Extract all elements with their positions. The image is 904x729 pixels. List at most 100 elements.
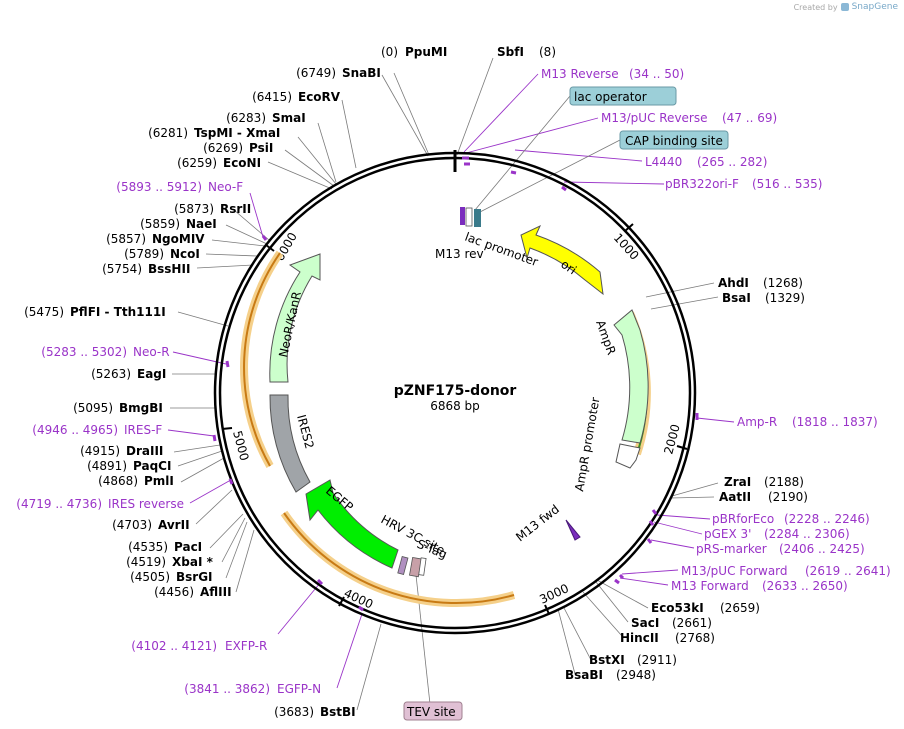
tick-marks <box>221 223 688 615</box>
enzyme-pos-saci: (2661) <box>672 616 712 630</box>
tick-label-5000: 5000 <box>230 429 251 462</box>
enzyme-name-ecorv: EcoRV <box>298 90 341 104</box>
ires2-block <box>269 394 311 493</box>
enzyme-pos-rsrii: (5873) <box>174 202 214 216</box>
enzyme-pos-xbai: (4519) <box>126 555 166 569</box>
enzyme-pos-bsshii: (5754) <box>102 262 142 276</box>
primer-name-neor: Neo-R <box>133 345 170 359</box>
primer-name-m13rev: M13 Reverse <box>541 67 619 81</box>
enzyme-name-xbai: XbaI * <box>172 555 214 569</box>
enzyme-pos-tspmi: (6281) <box>148 126 188 140</box>
enzyme-pos-eco53ki: (2659) <box>720 601 760 615</box>
primer-range-neof: (5893 .. 5912) <box>116 180 202 194</box>
primer-name-pbrforeco: pBRforEco <box>712 512 774 526</box>
enzyme-name-bsai: BsaI <box>722 291 751 305</box>
primer-range-m13rev: (34 .. 50) <box>629 67 684 81</box>
enzyme-name-smai: SmaI <box>272 111 306 125</box>
enzyme-name-bsshii: BssHII <box>148 262 190 276</box>
plasmid-length: 6868 bp <box>430 399 480 413</box>
primer-range-pbrforeco: (2228 .. 2246) <box>784 512 870 526</box>
ampr-promoter-label: AmpR promoter <box>572 396 602 492</box>
ampr-promoter-arrow <box>615 443 641 469</box>
primer-range-m13fwd: (2633 .. 2650) <box>762 579 848 593</box>
ires2-label: IRES2 <box>294 413 317 450</box>
enzyme-pos-ahdi: (1268) <box>763 276 803 290</box>
enzyme-pos-bsabi: (2948) <box>616 668 656 682</box>
primer-range-pgex3: (2284 .. 2306) <box>764 527 850 541</box>
m13-rev-label: M13 rev <box>435 247 484 261</box>
primer-range-egfpn: (3841 .. 3862) <box>184 682 270 696</box>
enzyme-name-ncoi: NcoI <box>170 247 200 261</box>
primer-range-iresrev: (4719 .. 4736) <box>16 497 102 511</box>
primer-name-l4440: L4440 <box>645 155 682 169</box>
enzyme-name-avrii: AvrII <box>158 518 190 532</box>
enzyme-name-hincii: HincII <box>620 631 659 645</box>
primer-name-egfpn: EGFP-N <box>277 682 321 696</box>
enzyme-pos-aflIII: (4456) <box>154 585 194 599</box>
enzyme-pos-zrai: (2188) <box>764 475 804 489</box>
primer-range-exfpr: (4102 .. 4121) <box>131 639 217 653</box>
enzyme-pos-eagi: (5263) <box>91 367 131 381</box>
enzyme-pos-avrii: (4703) <box>112 518 152 532</box>
m13-fwd-label: M13 fwd <box>513 502 562 544</box>
primer-marks <box>212 156 699 612</box>
enzyme-pos-pflfi: (5475) <box>24 305 64 319</box>
snapgene-logo-icon <box>840 3 849 11</box>
enzyme-name-paci: PacI <box>174 540 202 554</box>
enzyme-pos-smai: (6283) <box>226 111 266 125</box>
enzyme-pos-draiii: (4915) <box>80 444 120 458</box>
enzyme-name-psii: PsiI <box>249 141 273 155</box>
enzyme-name-econi: EcoNI <box>223 156 261 170</box>
tick-label-2000: 2000 <box>661 423 682 456</box>
enzyme-pos-bsrgi: (4505) <box>130 570 170 584</box>
m13-fwd-arrow <box>565 519 581 541</box>
primer-name-m13pucrev: M13/pUC Reverse <box>601 111 708 125</box>
enzyme-name-sbfi: SbfI <box>497 45 524 59</box>
enzyme-pos-bsai: (1329) <box>765 291 805 305</box>
connector-lines <box>170 57 719 711</box>
primer-name-pgex3: pGEX 3' <box>704 527 751 541</box>
enzyme-pos-bstxi: (2911) <box>637 653 677 667</box>
primer-name-pbr322ori: pBR322ori-F <box>665 177 739 191</box>
primer-name-exfpr: EXFP-R <box>225 639 267 653</box>
neo-kanr-arrow <box>269 253 321 383</box>
ori-arrow <box>520 224 604 296</box>
enzyme-name-bsrgi: BsrGI <box>176 570 213 584</box>
snapgene-credit: Created by SnapGene <box>794 2 898 12</box>
hrv-stag-blocks <box>397 556 427 578</box>
primer-name-m13fwd: M13 Forward <box>671 579 749 593</box>
cap-site-text: CAP binding site <box>625 134 723 148</box>
tev-site-box: TEV site <box>403 701 463 721</box>
plasmid-name: pZNF175-donor <box>394 383 517 399</box>
enzyme-name-eagi: EagI <box>137 367 166 381</box>
enzyme-name-snabi: SnaBI <box>342 66 381 80</box>
enzyme-pos-ngomiv: (5857) <box>106 232 146 246</box>
enzyme-pos-ncoi: (5789) <box>124 247 164 261</box>
enzyme-pos-paqci: (4891) <box>87 459 127 473</box>
primer-range-iresf: (4946 .. 4965) <box>32 423 118 437</box>
cap-site-box: CAP binding site <box>619 130 729 150</box>
enzyme-name-paqci: PaqCI <box>133 459 171 473</box>
ampr-arrow <box>613 309 649 444</box>
primer-range-prsmarker: (2406 .. 2425) <box>779 542 865 556</box>
primer-name-ampr: Amp-R <box>737 415 777 429</box>
enzyme-name-bstxi: BstXI <box>589 653 625 667</box>
enzyme-name-tspmi: TspMI - XmaI <box>194 126 280 140</box>
lac-features <box>460 207 481 227</box>
enzyme-pos-aatii: (2190) <box>768 490 808 504</box>
primer-name-iresrev: IRES reverse <box>108 497 184 511</box>
primer-name-neof: Neo-F <box>208 180 243 194</box>
enzyme-pos-pmli: (4868) <box>98 474 138 488</box>
enzyme-pos-snabi: (6749) <box>296 66 336 80</box>
primer-range-neor: (5283 .. 5302) <box>41 345 127 359</box>
enzyme-name-bstbi: BstBI <box>320 705 356 719</box>
enzyme-pos-bstbi: (3683) <box>274 705 314 719</box>
enzyme-name-pmli: PmlI <box>144 474 174 488</box>
enzyme-name-saci: SacI <box>631 616 659 630</box>
enzyme-pos-psii: (6269) <box>203 141 243 155</box>
primer-name-iresf: IRES-F <box>124 423 162 437</box>
enzyme-name-aatii: AatII <box>719 490 751 504</box>
enzyme-name-bsabi: BsaBI <box>565 668 603 682</box>
enzyme-name-ppumi: PpuMI <box>405 45 447 59</box>
enzyme-pos-sbfi: (8) <box>539 45 556 59</box>
